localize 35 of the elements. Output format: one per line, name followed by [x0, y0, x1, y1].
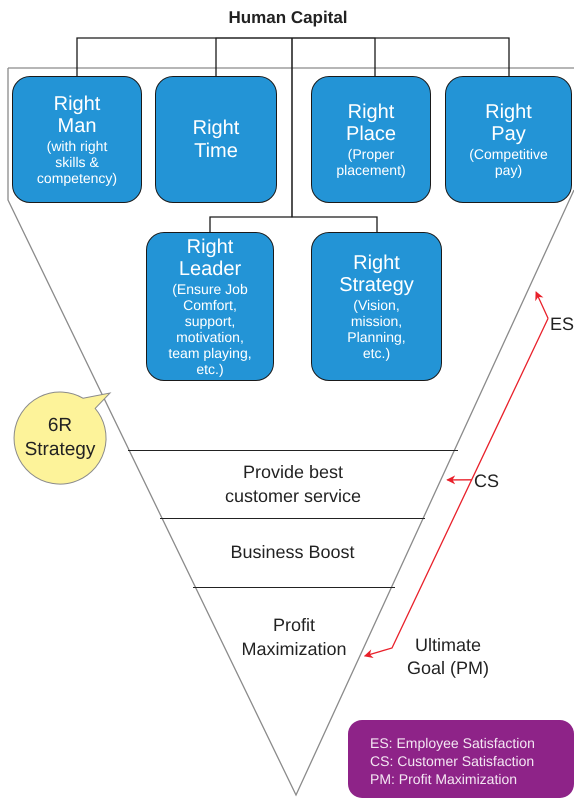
category-box [311, 232, 442, 381]
box-heading: Right Leader [178, 236, 242, 281]
box-heading: Right Place [344, 101, 398, 146]
annotation-label: CS [474, 471, 506, 493]
key-entry: PM: Profit Maximization [370, 770, 518, 789]
box-heading: Right Pay [484, 101, 533, 146]
box-heading: Right Time [192, 117, 240, 162]
box-description: (Competitive pay) [468, 146, 549, 178]
funnel-band-label: Provide best customer service [128, 450, 458, 518]
box-description: (Proper placement) [335, 146, 407, 178]
arrow [535, 291, 549, 319]
connector-line [291, 38, 378, 232]
arrow [364, 318, 549, 658]
category-box [445, 76, 572, 203]
funnel-band-label: Profit Maximization [193, 587, 395, 687]
category-box [146, 232, 274, 381]
funnel-band-label: Business Boost [160, 518, 425, 587]
box-heading: Right Strategy [338, 252, 415, 297]
box-description: (Ensure Job Comfort, support, motivation, team playing, etc.) [167, 280, 253, 378]
annotation-label: ES [550, 314, 574, 336]
key-panel [348, 720, 574, 798]
bubble-label: 6R Strategy [24, 414, 96, 462]
category-box [155, 76, 277, 203]
category-box [12, 76, 142, 203]
connector-line [291, 37, 510, 76]
category-box [311, 76, 431, 203]
annotation-label: Ultimate Goal (PM) [406, 634, 490, 679]
key-entry: ES: Employee Satisfaction [370, 734, 536, 752]
key-entry: CS: Customer Satisfaction [370, 752, 536, 770]
box-description: (with right skills & competency) [36, 138, 118, 186]
box-heading: Right Man [52, 92, 102, 138]
connector-line [215, 37, 293, 76]
box-description: (Vision, mission, Planning, etc.) [346, 296, 407, 362]
heading: Human Capital [220, 8, 356, 38]
arrow [446, 475, 472, 484]
